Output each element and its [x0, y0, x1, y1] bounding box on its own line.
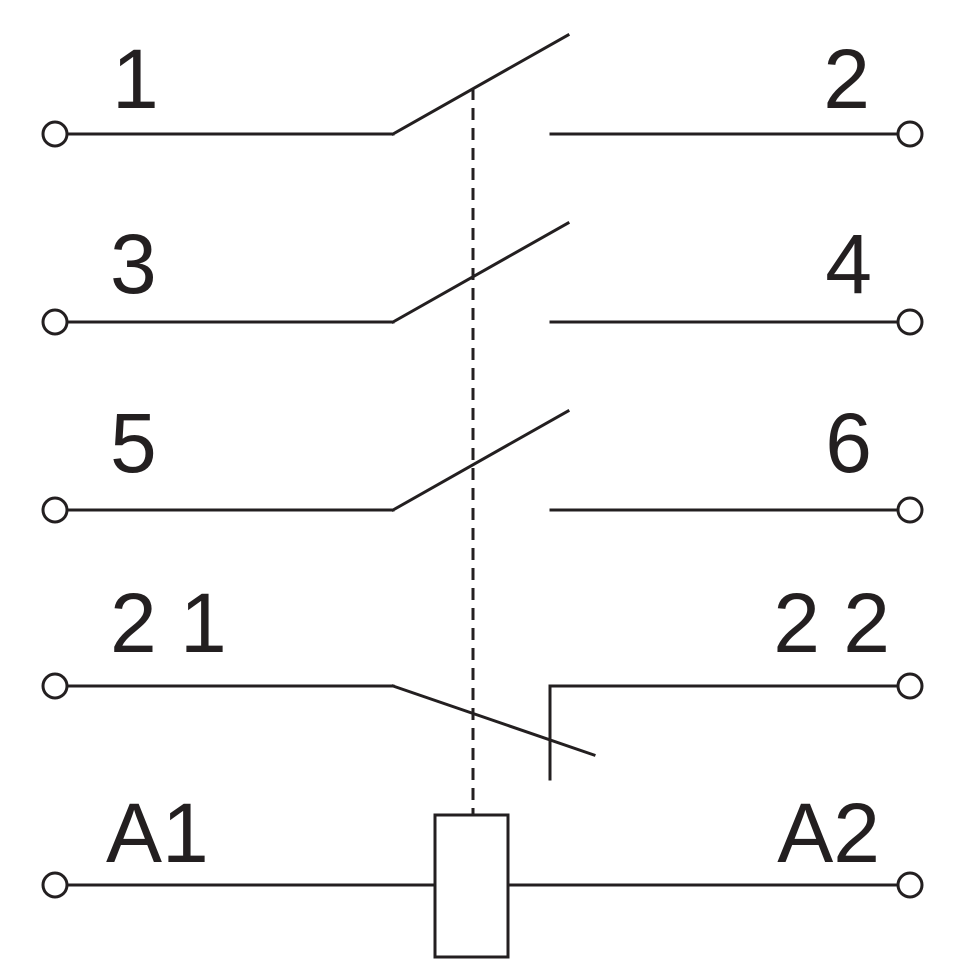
label-terminal-22: 2 2: [773, 576, 890, 670]
coil-body: [433, 813, 510, 959]
label-terminal-a2: A2: [777, 786, 880, 880]
contact-5-6-blade: [390, 408, 571, 513]
label-terminal-6: 6: [825, 396, 872, 490]
contact-21-22-blade: [391, 684, 596, 757]
terminal-a2[interactable]: [896, 871, 924, 899]
terminal-5[interactable]: [41, 496, 69, 524]
terminal-22[interactable]: [896, 672, 924, 700]
terminal-2[interactable]: [896, 120, 924, 148]
terminal-6[interactable]: [896, 496, 924, 524]
label-terminal-21: 2 1: [110, 576, 227, 670]
label-terminal-4: 4: [825, 217, 872, 311]
coil-a1-a2: A1 A2: [41, 786, 924, 959]
terminal-4[interactable]: [896, 308, 924, 336]
contact-no-3-4: 3 4: [41, 217, 924, 336]
label-terminal-3: 3: [110, 217, 157, 311]
terminal-1[interactable]: [41, 120, 69, 148]
label-terminal-5: 5: [110, 396, 157, 490]
terminal-3[interactable]: [41, 308, 69, 336]
terminal-a1[interactable]: [41, 871, 69, 899]
contact-no-1-2: 1 2: [41, 32, 924, 148]
contact-1-2-blade: [390, 32, 571, 137]
label-terminal-1: 1: [112, 32, 159, 126]
contact-no-5-6: 5 6: [41, 396, 924, 524]
contact-nc-21-22: 2 1 2 2: [41, 576, 924, 781]
label-terminal-a1: A1: [106, 786, 209, 880]
terminal-21[interactable]: [41, 672, 69, 700]
contact-3-4-blade: [390, 220, 571, 325]
label-terminal-2: 2: [823, 32, 870, 126]
